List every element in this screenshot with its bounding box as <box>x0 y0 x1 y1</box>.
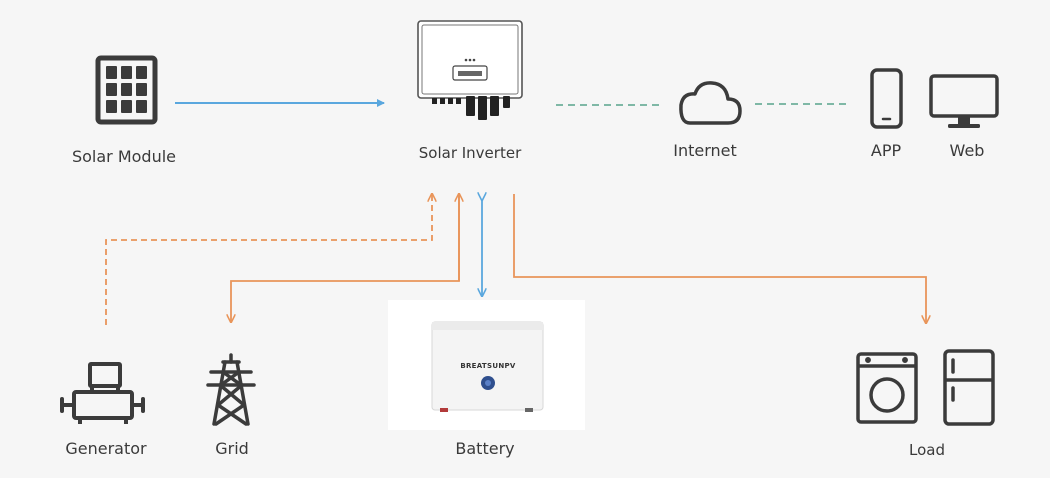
app-label: APP <box>870 141 902 160</box>
solar-module-label: Solar Module <box>71 147 177 166</box>
inverter-icon <box>417 20 523 120</box>
phone-icon <box>870 68 903 129</box>
generator-label: Generator <box>65 439 147 458</box>
grid-label: Grid <box>215 439 249 458</box>
generator-icon <box>60 362 145 424</box>
internet-label: Internet <box>673 141 737 160</box>
power-pylon-icon <box>206 353 256 426</box>
inverter-to-load-line <box>513 194 926 323</box>
cloud-icon <box>679 81 742 125</box>
battery-brand-label: BREATSUNPV <box>460 362 516 370</box>
washing-machine-icon <box>856 352 918 424</box>
web-label: Web <box>949 141 985 160</box>
refrigerator-icon <box>943 349 995 426</box>
solar-inverter-label: Solar Inverter <box>418 144 522 162</box>
monitor-icon <box>929 74 999 128</box>
battery-label: Battery <box>455 439 515 458</box>
solar-panel-icon <box>95 55 158 125</box>
generator-to-inverter-line <box>105 194 432 325</box>
load-label: Load <box>909 441 945 459</box>
battery-icon <box>388 300 585 430</box>
